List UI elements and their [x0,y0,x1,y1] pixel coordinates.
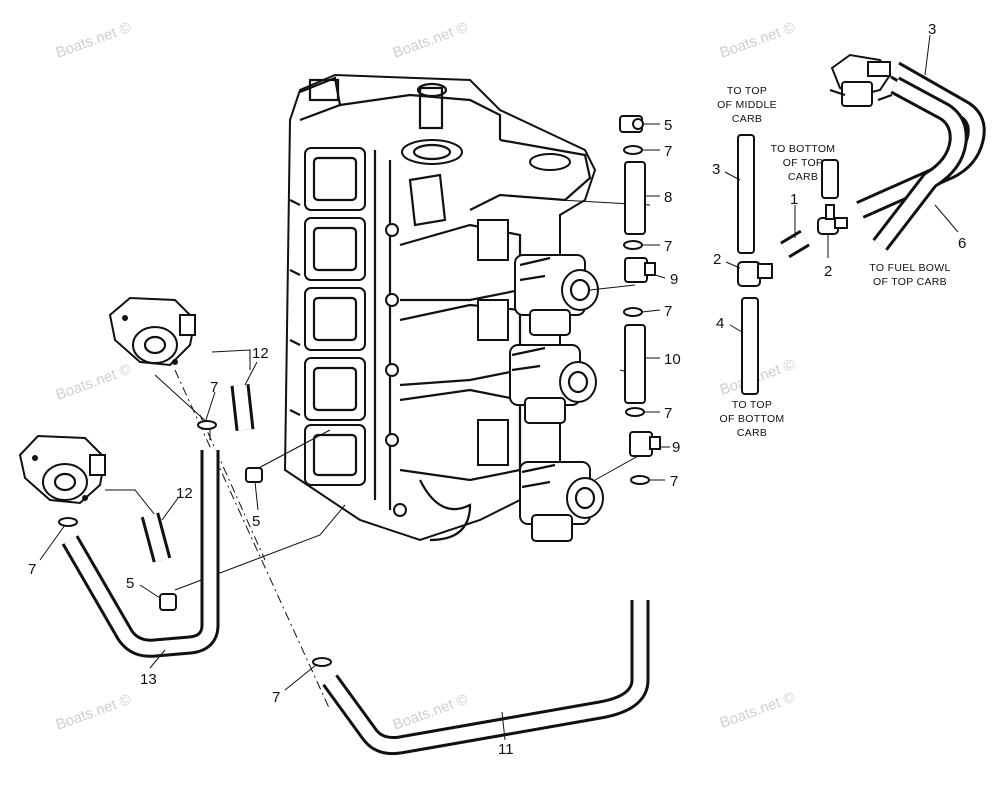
callout-1: 1 [790,191,798,208]
note-to-bottom-top-carb-line3: CARB [788,171,818,183]
watermark: Boats.net © [54,691,134,734]
watermark: Boats.net © [54,19,134,62]
hoses [61,61,986,755]
note-to-top-bottom-carb-line3: CARB [737,427,767,439]
watermark: Boats.net © [718,19,798,62]
note-to-fuel-bowl-line2: OF TOP CARB [873,276,947,288]
carburetor-middle [509,344,597,424]
fuel-filter [829,53,893,107]
note-to-bottom-top-carb-line2: OF TOP [783,157,824,169]
cylinder-ports [304,147,366,486]
routing-notes: TO TOP OF MIDDLE CARB TO BOTTOM OF TOP C… [717,85,950,439]
elbow-fitting-5 [245,467,263,483]
callout-6: 6 [958,235,966,252]
callout-3: 3 [712,161,720,178]
callout-9: 9 [670,271,678,288]
note-to-top-middle-carb-line1: TO TOP [727,85,767,97]
tee-fitting-2 [737,261,773,287]
engine-block [283,73,597,542]
tee-fitting-2 [817,204,848,235]
callout-5: 5 [664,117,672,134]
callout-7: 7 [28,561,36,578]
watermark: Boats.net © [54,361,134,404]
callout-12: 12 [252,345,269,362]
callout-leaders [39,34,959,741]
carburetor-top [514,254,599,336]
callout-10: 10 [664,351,681,368]
fuel-pump-lower [18,434,107,505]
fuel-pump-upper [108,296,197,367]
fittings [58,115,848,667]
callout-7: 7 [664,303,672,320]
note-to-fuel-bowl-line1: TO FUEL BOWL [869,262,950,274]
callout-2: 2 [713,251,721,268]
callout-numbers: 5 7 8 7 9 7 10 7 9 7 3 2 4 1 2 3 6 12 7 … [28,21,966,758]
callout-7: 7 [670,473,678,490]
elbow-fitting-5 [159,593,177,611]
callout-8: 8 [664,189,672,206]
callout-3: 3 [928,21,936,38]
note-to-top-middle-carb-line2: OF MIDDLE [717,99,777,111]
callout-7: 7 [210,379,218,396]
tee-fitting-9 [624,257,656,283]
callout-7: 7 [664,238,672,255]
callout-13: 13 [140,671,157,688]
note-to-top-middle-carb-line3: CARB [732,113,762,125]
tee-fitting-9 [629,431,661,457]
callout-7: 7 [664,405,672,422]
elbow-fitting-5 [619,115,644,133]
carburetor-bottom [519,461,604,542]
callout-7: 7 [272,689,280,706]
watermark: Boats.net © [391,19,471,62]
callout-9: 9 [672,439,680,456]
callout-2: 2 [824,263,832,280]
watermark: Boats.net © [718,689,798,732]
note-to-top-bottom-carb-line1: TO TOP [732,399,772,411]
callout-7: 7 [664,143,672,160]
callout-4: 4 [716,315,724,332]
callout-5: 5 [126,575,134,592]
note-to-bottom-top-carb-line1: TO BOTTOM [771,143,836,155]
callout-11: 11 [498,741,514,758]
note-to-top-bottom-carb-line2: OF BOTTOM [720,413,785,425]
callout-12: 12 [176,485,193,502]
callout-5: 5 [252,513,260,530]
